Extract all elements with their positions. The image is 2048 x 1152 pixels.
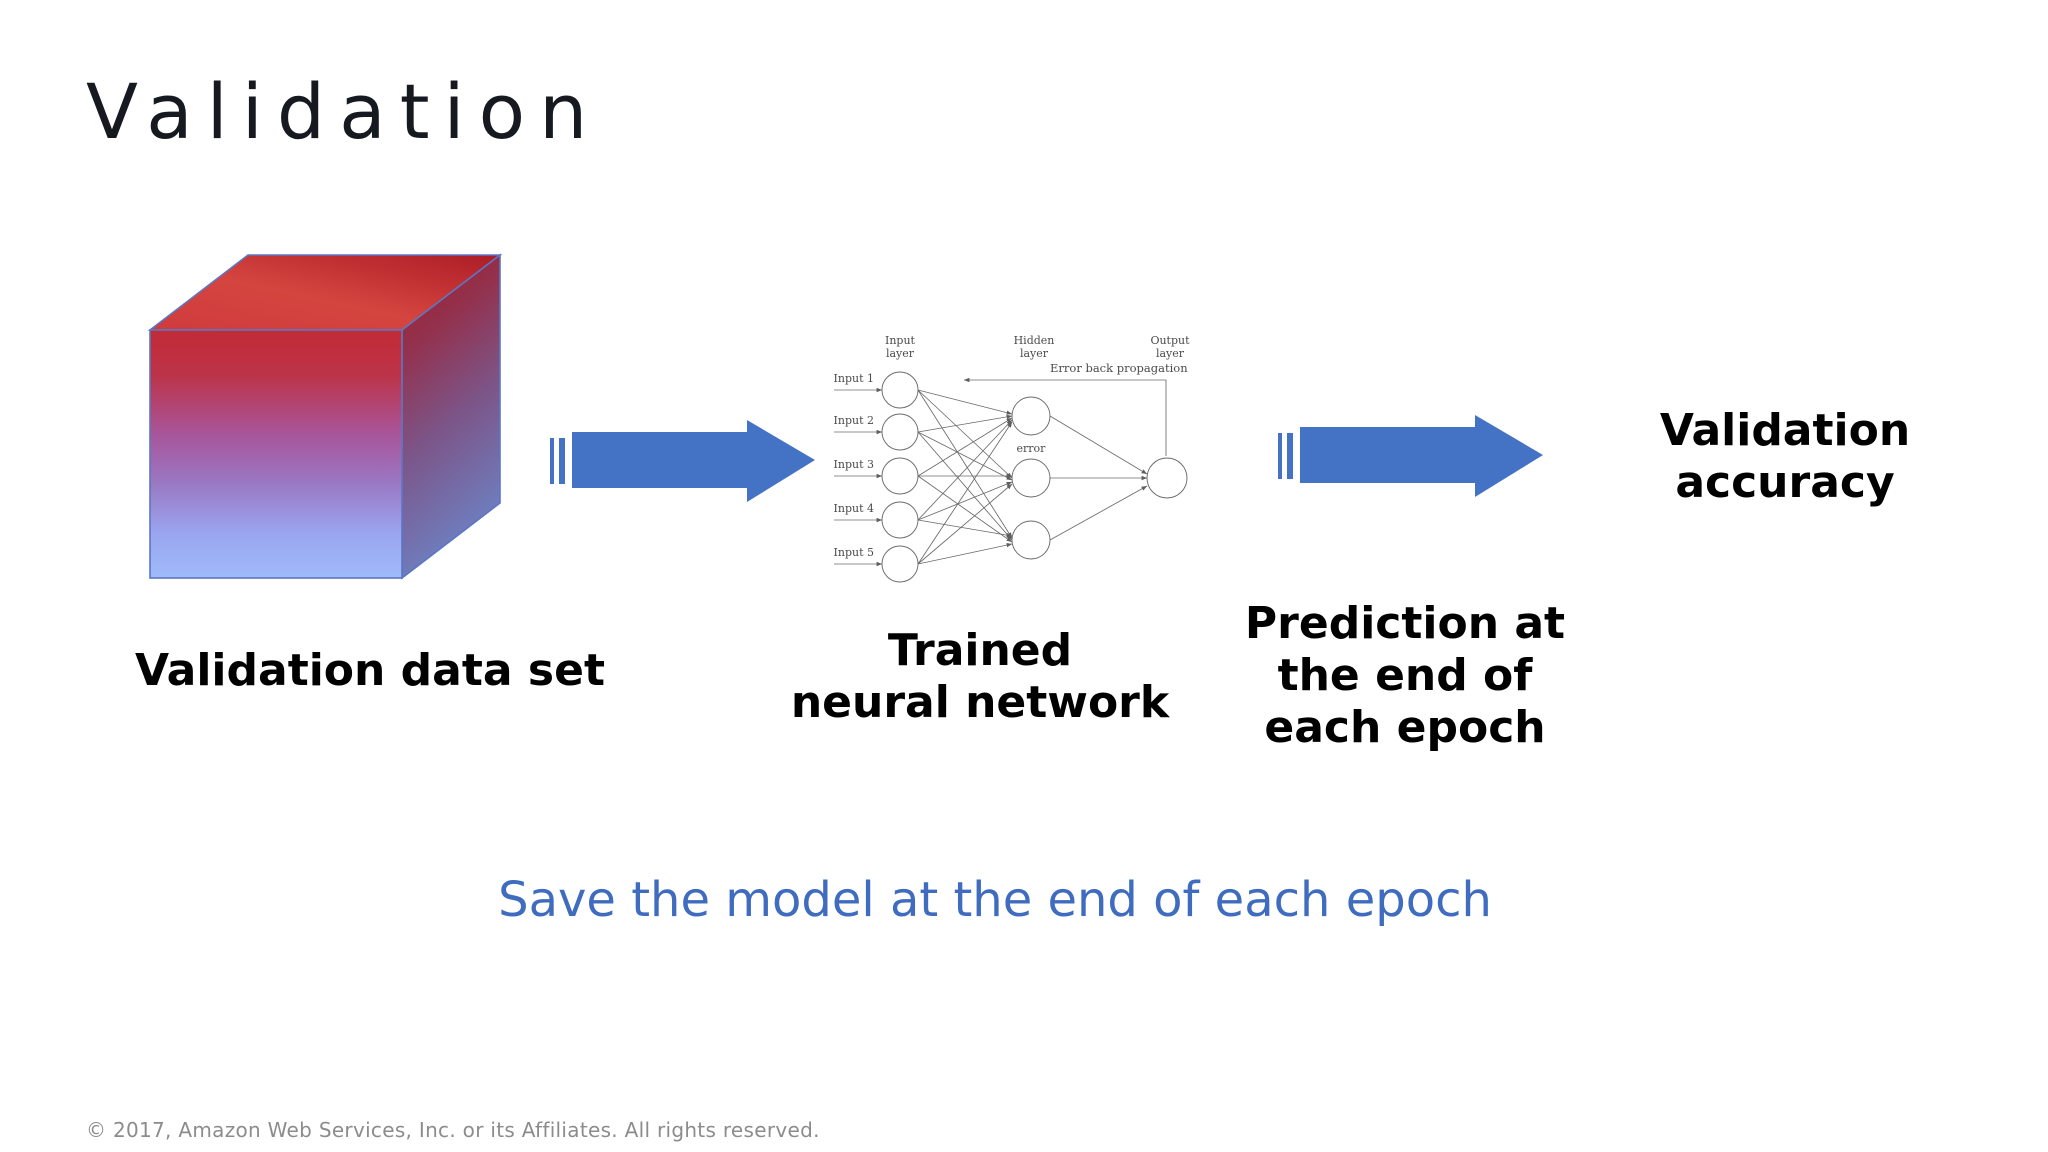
- nn-hidden-node: [1011, 396, 1051, 436]
- caption-line: each epoch: [1264, 701, 1546, 753]
- arrow-network-to-accuracy: [1278, 415, 1543, 515]
- nn-output-layer-label: layer: [1156, 347, 1185, 360]
- nn-input-node: [881, 457, 919, 495]
- caption-line: Validation: [1659, 405, 1911, 456]
- cube-front-face: [149, 329, 403, 579]
- caption-line: the end of: [1277, 649, 1533, 701]
- trained-neural-network-diagram: Input layer Hidden layer Output layer In…: [822, 328, 1242, 596]
- nn-input-node: [881, 413, 919, 451]
- nn-input-node: [881, 501, 919, 539]
- nn-input-layer-label: layer: [886, 347, 915, 360]
- caption-line: neural network: [790, 676, 1170, 728]
- nn-output-layer-label: Output: [1150, 334, 1190, 347]
- arrow-data-to-network: [550, 420, 815, 520]
- caption-prediction-each-epoch: Prediction at the end of each epoch: [1230, 598, 1580, 754]
- validation-data-cube: [140, 245, 510, 595]
- footer-copyright: © 2017, Amazon Web Services, Inc. or its…: [86, 1118, 820, 1142]
- nn-input-layer-label: Input: [885, 334, 916, 347]
- nn-input-label: Input 1: [834, 372, 874, 385]
- nn-hidden-node: [1011, 458, 1051, 498]
- arrow-tick-1: [1278, 433, 1282, 479]
- nn-input-node: [881, 545, 919, 583]
- caption-validation-data-set: Validation data set: [60, 645, 680, 697]
- arrow-tick-2: [559, 438, 565, 484]
- nn-backprop-label: Error back propagation: [1050, 361, 1188, 375]
- highlight-note: Save the model at the end of each epoch: [498, 872, 1492, 928]
- page-title: Validation: [86, 67, 602, 156]
- caption-line: Validation data set: [135, 645, 605, 696]
- arrow-head: [1475, 415, 1543, 497]
- nn-hidden-layer-label: layer: [1020, 347, 1049, 360]
- nn-output-node: [1146, 457, 1188, 499]
- arrow-shaft: [572, 432, 752, 488]
- caption-trained-neural-network: Trained neural network: [770, 625, 1190, 729]
- arrow-tick-1: [550, 438, 554, 484]
- nn-input-label: Input 3: [834, 458, 874, 471]
- nn-hidden-layer-label: Hidden: [1014, 334, 1055, 347]
- nn-error-label: error: [1017, 442, 1047, 455]
- caption-line: accuracy: [1675, 456, 1895, 508]
- arrow-shaft: [1300, 427, 1480, 483]
- caption-line: Trained: [887, 625, 1073, 676]
- caption-validation-accuracy: Validation accuracy: [1620, 405, 1950, 509]
- nn-hidden-node: [1011, 520, 1051, 560]
- caption-line: Prediction at: [1244, 598, 1566, 649]
- arrow-tick-2: [1287, 433, 1293, 479]
- arrow-head: [747, 420, 815, 502]
- nn-input-label: Input 4: [834, 502, 874, 515]
- nn-input-label: Input 5: [834, 546, 874, 559]
- nn-input-label: Input 2: [834, 414, 874, 427]
- nn-input-node: [881, 371, 919, 409]
